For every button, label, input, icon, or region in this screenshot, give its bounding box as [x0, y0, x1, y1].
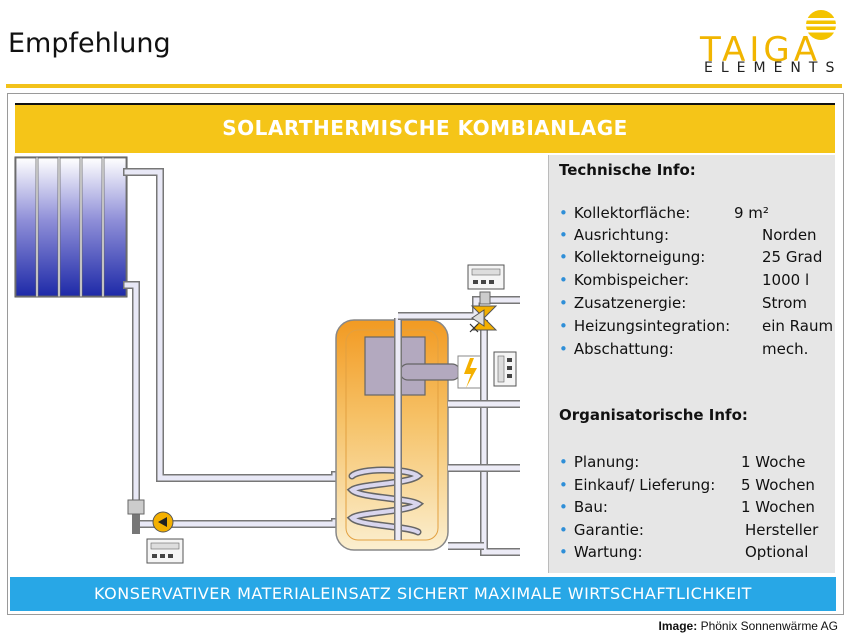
list-item: • Bau: 1 Wochen [559, 498, 815, 518]
sun-icon [804, 10, 838, 40]
image-credit: Image: Phönix Sonnenwärme AG [0, 619, 838, 633]
bullet-icon: • [559, 271, 568, 289]
item-value: 1 Wochen [741, 498, 815, 516]
list-item: • Kollektorfläche: 9 m² [559, 204, 769, 224]
item-value: ein Raum [762, 317, 834, 335]
item-value: 1000 l [762, 271, 810, 289]
list-item: • Zusatzenergie: Strom [559, 294, 807, 314]
bullet-icon: • [559, 294, 568, 312]
item-value: 1 Woche [741, 453, 806, 471]
list-item: • Abschattung: mech. [559, 340, 808, 360]
item-label: Zusatzenergie: [573, 294, 687, 312]
page-title: Empfehlung [8, 28, 171, 59]
bullet-icon: • [559, 204, 568, 222]
bullet-icon: • [559, 317, 568, 335]
credit-source: Phönix Sonnenwärme AG [700, 619, 838, 633]
logo-word-top: TAIGA [700, 30, 822, 70]
item-label: Kollektorneigung: [573, 248, 706, 266]
heating-pipes [398, 296, 520, 556]
credit-label: Image: [658, 619, 698, 633]
item-label: Kombispeicher: [573, 271, 690, 289]
header-divider [6, 84, 842, 88]
list-item: • Wartung: Optional [559, 543, 808, 563]
item-label: Einkauf/ Lieferung: [573, 476, 716, 494]
item-label: Planung: [573, 453, 640, 471]
storage-tank [335, 318, 461, 551]
item-label: Kollektorfläche: [573, 204, 691, 222]
item-label: Abschattung: [573, 340, 674, 358]
info-panel: Technische Info: •Kollektorfläche: 9 m² … [548, 155, 835, 573]
item-value: Strom [762, 294, 808, 312]
item-label: Heizungsintegration: [573, 317, 731, 335]
item-value: Hersteller [745, 521, 819, 539]
organisational-info-title: Organisatorische Info: [559, 406, 748, 424]
bullet-icon: • [559, 340, 568, 358]
pump-icon [127, 499, 174, 533]
item-label: Bau: [573, 498, 608, 516]
bullet-icon: • [559, 543, 568, 561]
item-label: Ausrichtung: [573, 226, 670, 244]
lightning-icon [464, 358, 477, 388]
item-value: 9 m² [734, 204, 769, 222]
item-value: Optional [745, 543, 809, 561]
technical-info-title: Technische Info: [559, 161, 696, 179]
list-item: • Ausrichtung: Norden [559, 226, 817, 246]
taiga-logo: TAIGA ELEMENTS [700, 8, 840, 78]
solar-collector [14, 156, 128, 298]
item-value: 25 Grad [762, 248, 823, 266]
mixing-valve [469, 291, 498, 333]
bullet-icon: • [559, 453, 568, 471]
item-label: Wartung: [573, 543, 643, 561]
bullet-icon: • [559, 498, 568, 516]
logo-word-bottom: ELEMENTS [704, 60, 843, 76]
item-value: 5 Wochen [741, 476, 815, 494]
item-label: Garantie: [573, 521, 644, 539]
title-banner: SOLARTHERMISCHE KOMBIANLAGE [15, 103, 835, 153]
bullet-icon: • [559, 476, 568, 494]
bullet-icon: • [559, 226, 568, 244]
item-value: Norden [762, 226, 817, 244]
banner-title: SOLARTHERMISCHE KOMBIANLAGE [222, 116, 628, 140]
list-item: • Garantie: Hersteller [559, 521, 818, 541]
list-item: • Kollektorneigung: 25 Grad [559, 248, 822, 268]
item-value: mech. [762, 340, 809, 358]
bullet-icon: • [559, 521, 568, 539]
list-item: • Einkauf/ Lieferung: 5 Wochen [559, 476, 815, 496]
electric-heater [457, 355, 483, 389]
valve-controller [467, 264, 505, 290]
heater-controller [493, 351, 517, 387]
footer-banner: KONSERVATIVER MATERIALEINSATZ SICHERT MA… [10, 577, 836, 611]
bullet-icon: • [559, 248, 568, 266]
list-item: • Planung: 1 Woche [559, 453, 805, 473]
list-item: • Kombispeicher: 1000 l [559, 271, 809, 291]
solar-controller [146, 538, 184, 564]
list-item: • Heizungsintegration: ein Raum [559, 317, 833, 337]
